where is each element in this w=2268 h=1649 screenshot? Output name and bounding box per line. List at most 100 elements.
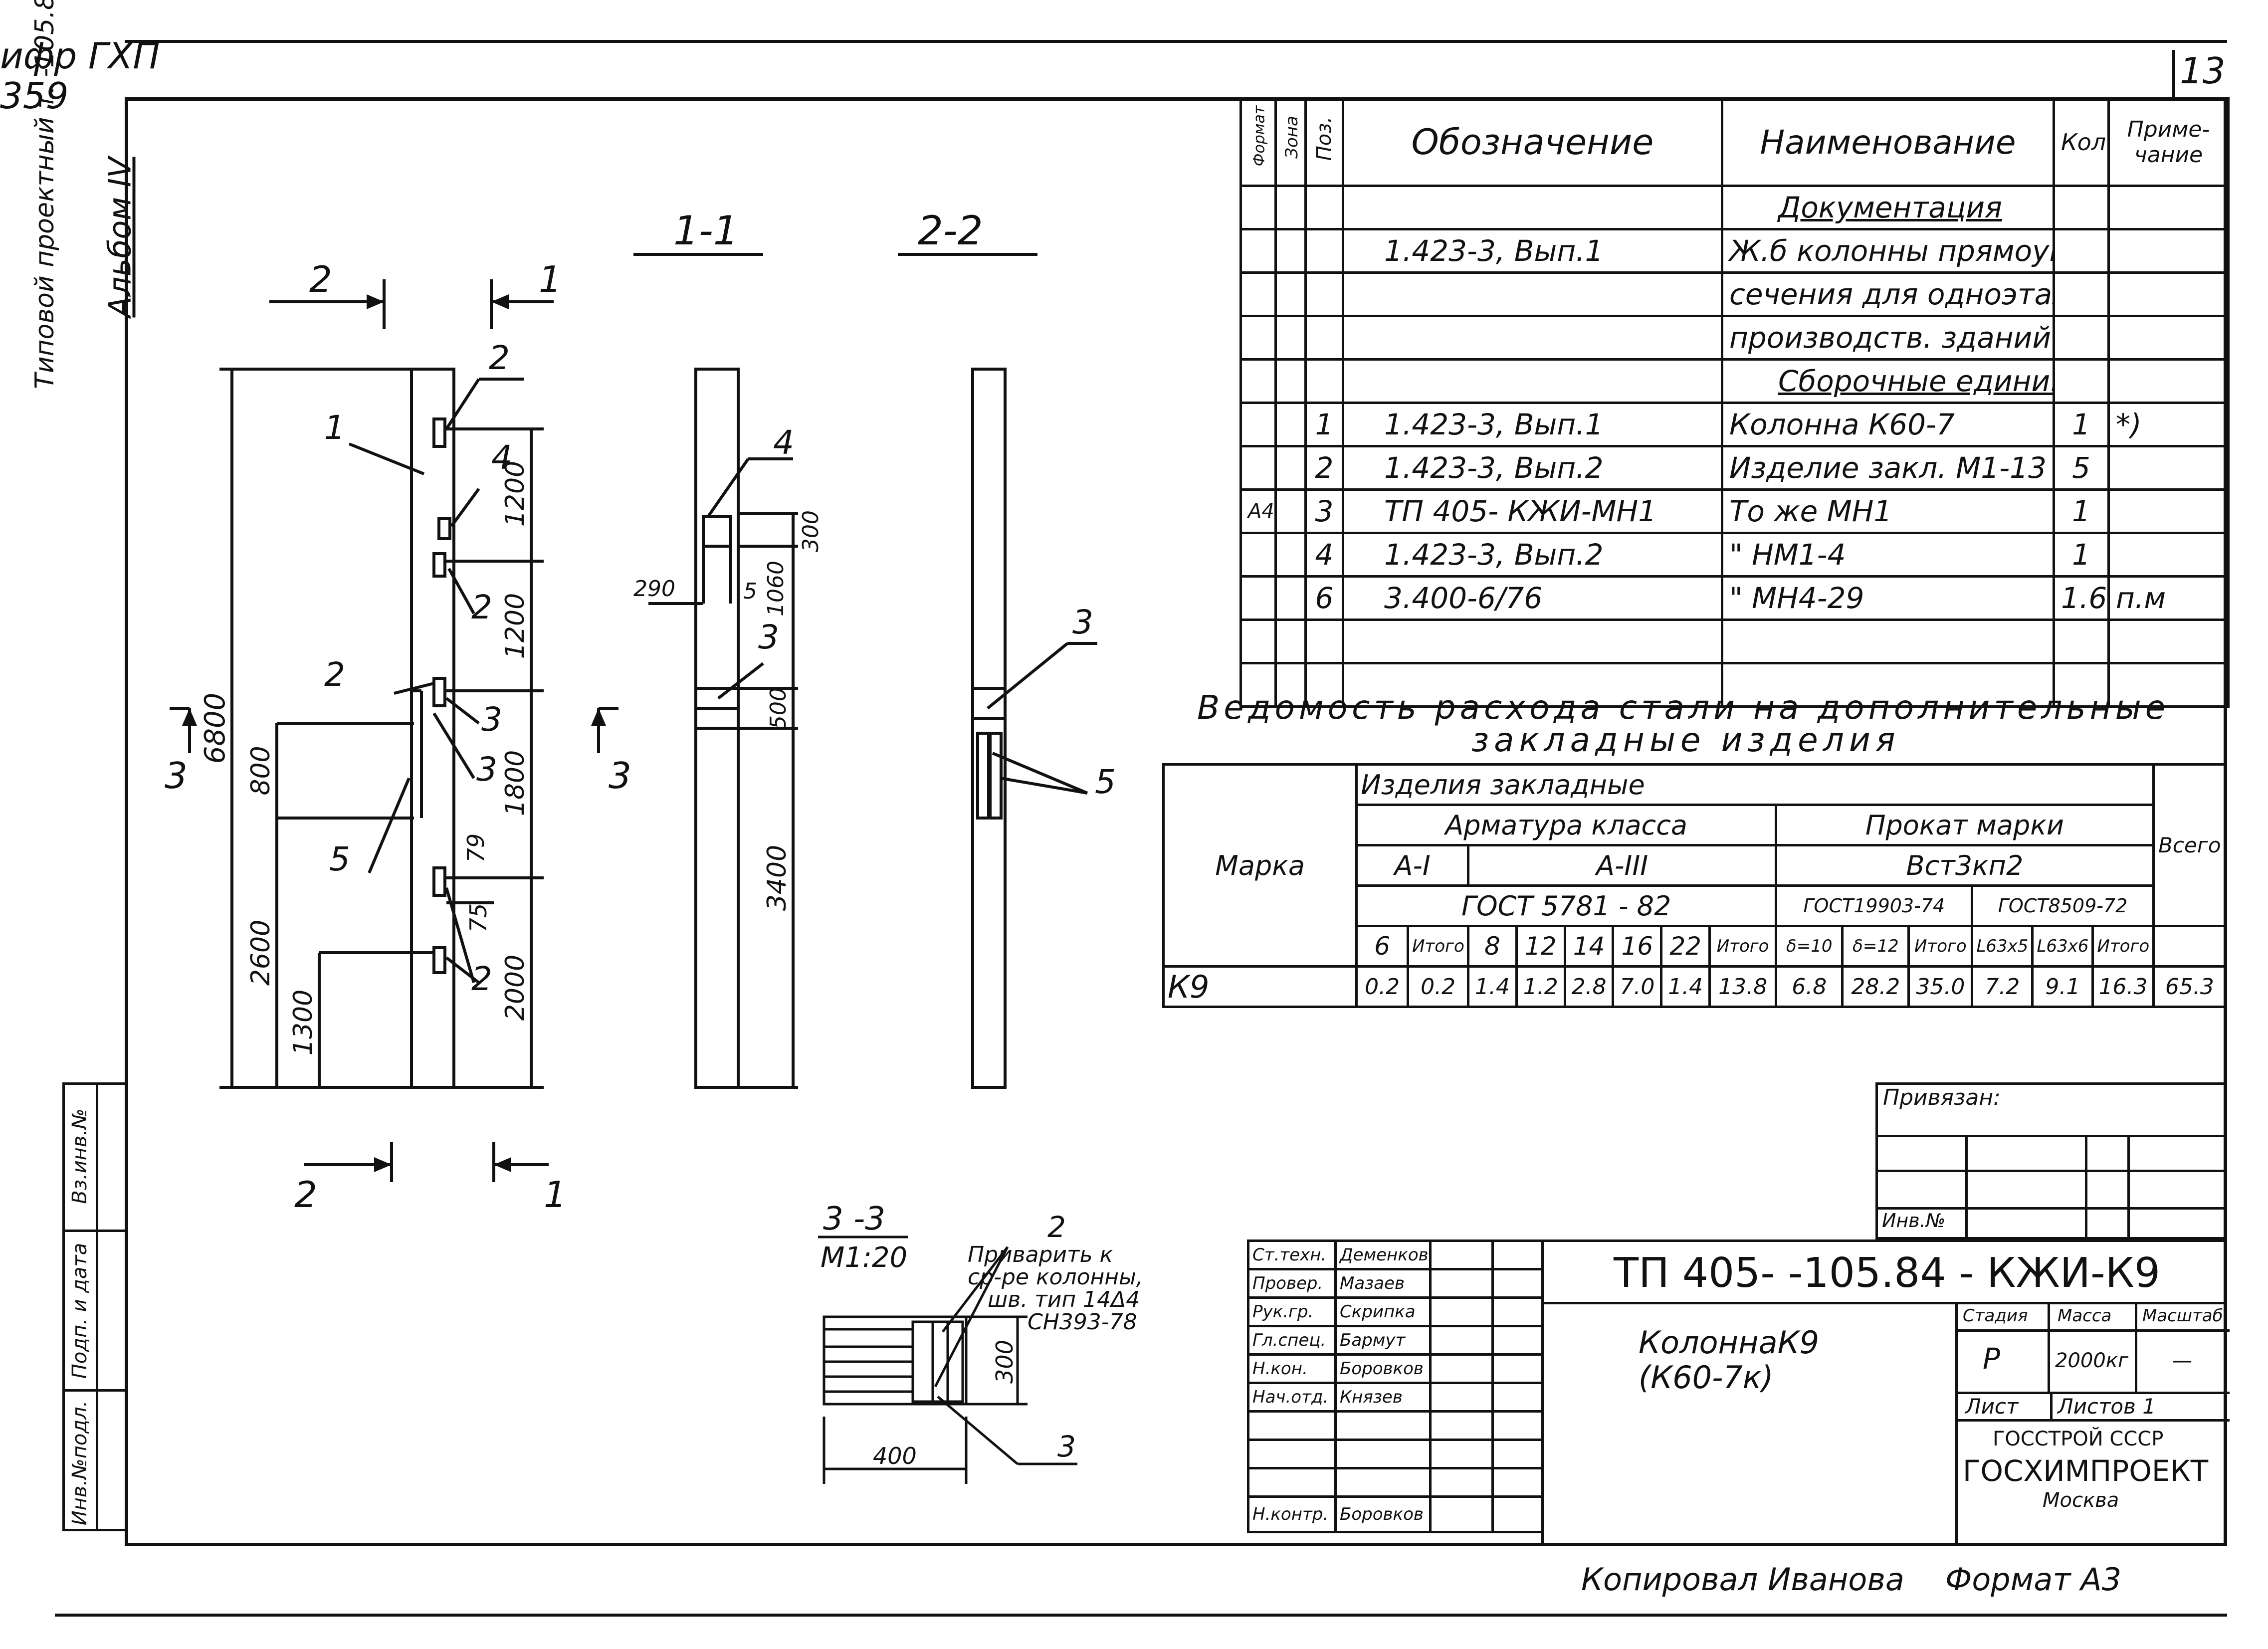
spec-cell-pos (1304, 358, 1344, 404)
stamp-cell-role: Гл.спец. (1247, 1325, 1337, 1356)
spec-header-format: Формат (1239, 97, 1277, 187)
steel-izdelia: Изделия закладные (1355, 763, 2155, 806)
steel-sub-header: Итого (1907, 925, 1974, 968)
detail-3-3-note2: ср-ре колонны, (968, 1264, 1143, 1290)
spec-cell-zone (1274, 402, 1307, 447)
spec-cell-format (1239, 662, 1277, 708)
main-label-pos2c: 2 (324, 655, 345, 694)
s11-dim-5: 5 (743, 579, 757, 604)
spec-row (1239, 662, 2230, 708)
stamp-row: Нач.отд.Князев (1247, 1382, 1544, 1413)
spec-cell-designation: 1.423-3, Вып.2 (1342, 532, 1723, 578)
spec-cell-name (1721, 618, 2055, 664)
detail-3-3: 3 -3 М1:20 2 Приварить к ср-ре колонны, … (818, 1201, 1143, 1484)
stamp-cell-sign (1429, 1495, 1494, 1533)
spec-cell-designation (1342, 271, 1723, 317)
stamp-cell-name: Скрипка (1334, 1296, 1432, 1327)
spec-cell-name (1721, 662, 2055, 708)
spec-cell-format (1239, 532, 1277, 578)
main-label-pos2d: 2 (471, 960, 492, 998)
stamp-cell-sign (1491, 1296, 1544, 1327)
section-2-2-title: 2-2 (918, 207, 983, 254)
stamp-cell-name (1334, 1410, 1432, 1441)
steel-value-cell: 2.8 (1563, 965, 1615, 1008)
steel-sub-header: 8 (1467, 925, 1518, 968)
privyazan-inv: Инв.№ (1882, 1210, 1946, 1232)
s11-dim-300: 300 (798, 510, 824, 552)
main-label-pos5: 5 (329, 840, 350, 878)
privyazan-label: Привязан: (1883, 1085, 2001, 1110)
stamp-cell-sign (1429, 1268, 1494, 1299)
spec-cell-note (2107, 618, 2230, 664)
steel-armatura: Арматура класса (1355, 804, 1778, 846)
stamp-cell-role (1247, 1439, 1337, 1469)
stamp-cell-role: Н.кон. (1247, 1353, 1337, 1384)
stamp-cell-role (1247, 1410, 1337, 1441)
spec-cell-designation (1342, 358, 1723, 404)
spec-header-qty: Кол. (2053, 97, 2110, 187)
spec-cell-qty: 5 (2053, 445, 2110, 491)
spec-cell-note (2107, 358, 2230, 404)
stamp-cell-sign (1429, 1382, 1494, 1413)
spec-cell-zone (1274, 445, 1307, 491)
stamp-title-2: (К60-7к) (1639, 1359, 1774, 1396)
stamp-cell-sign (1491, 1353, 1544, 1384)
steel-value-cell: 1.4 (1467, 965, 1518, 1008)
spec-cell-designation: 1.423-3, Вып.1 (1342, 402, 1723, 447)
main-label-pos3: 3 (481, 700, 502, 739)
spec-cell-format (1239, 402, 1277, 447)
spec-row: Сборочные единицы (1239, 358, 2230, 404)
spec-cell-qty (2053, 662, 2110, 708)
steel-a3: А-III (1467, 844, 1778, 887)
stamp-cell-sign (1491, 1325, 1544, 1356)
spec-cell-format (1239, 445, 1277, 491)
stamp-main: ТП 405- -105.84 - КЖИ-К9 КолоннаК9 (К60-… (1541, 1239, 2230, 1546)
stamp-cell-name: Боровков (1334, 1353, 1432, 1384)
main-label-pos4: 4 (491, 438, 512, 477)
spec-cell-designation (1342, 315, 1723, 361)
steel-row-4: ГОСТ 5781 - 82 ГОСТ19903-74 ГОСТ8509-72 (1164, 884, 2226, 927)
detail-3-3-note3: шв. тип 14Δ4 (988, 1287, 1140, 1312)
spec-cell-format (1239, 315, 1277, 361)
cut-label-1-bottom: 1 (544, 1174, 567, 1216)
stamp-cell-name: Бармут (1334, 1325, 1432, 1356)
main-dim-1200b: 1200 (500, 593, 530, 659)
stamp-cell-role (1247, 1467, 1337, 1498)
detail-3-3-pos2: 2 (1047, 1210, 1066, 1244)
detail-3-3-pos3: 3 (1057, 1430, 1076, 1463)
spec-header-pos: Поз. (1304, 97, 1344, 187)
margin-code-line2: 359 (0, 75, 69, 117)
spec-cell-format (1239, 358, 1277, 404)
spec-cell-pos (1304, 228, 1344, 274)
spec-cell-note (2107, 532, 2230, 578)
stamp-cell-sign (1429, 1353, 1494, 1384)
steel-value-cell: 0.2 (1355, 965, 1410, 1008)
steel-marka: Марка (1162, 763, 1358, 968)
stamp-cell-name (1334, 1467, 1432, 1498)
steel-consumption-table: Марка Изделия закладные Всего Арматура к… (1162, 763, 2228, 1008)
spec-cell-note (2107, 271, 2230, 317)
spec-cell-designation: 1.423-3, Вып.2 (1342, 445, 1723, 491)
spec-cell-qty (2053, 185, 2110, 230)
spec-cell-designation: 3.400-6/76 (1342, 575, 1723, 621)
cut-label-2-bottom: 2 (294, 1174, 317, 1216)
main-column-body (410, 368, 455, 1089)
spec-cell-format: А4 (1239, 488, 1277, 534)
main-label-pos1: 1 (324, 409, 345, 447)
stamp-cell-sign (1491, 1410, 1544, 1441)
spec-cell-note (2107, 315, 2230, 361)
steel-sub-header: 14 (1563, 925, 1615, 968)
s11-dim-3400: 3400 (762, 845, 792, 911)
spec-cell-format (1239, 228, 1277, 274)
stamp-scale-label: Масштаб (2142, 1306, 2223, 1326)
steel-row-2: Арматура класса Прокат марки (1164, 804, 2226, 846)
spec-cell-name: производств. зданий (1721, 315, 2055, 361)
detail-3-3-note4: СН393-78 (1028, 1309, 1137, 1335)
stamp-cell-name: Боровков (1334, 1495, 1432, 1533)
cut-label-1-top: 1 (539, 258, 562, 300)
